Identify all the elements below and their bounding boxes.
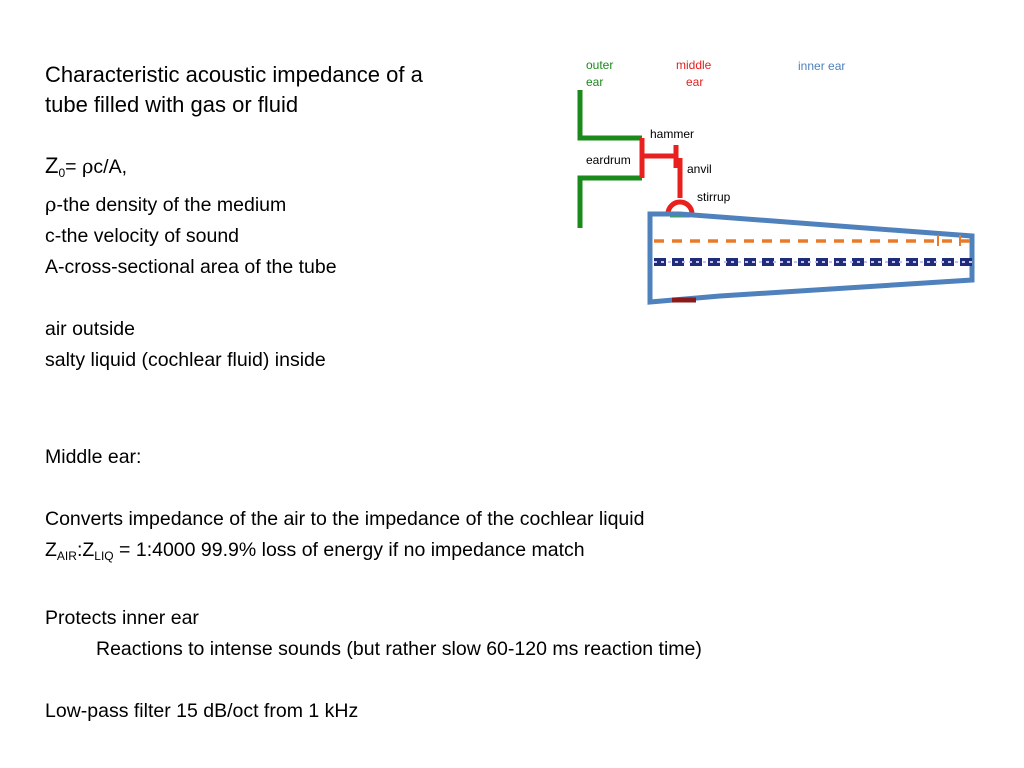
ratio-air-subscript: AIR [56, 549, 77, 563]
outer-ear-label-1: outer [586, 58, 613, 72]
protects-text: Protects inner ear [45, 607, 199, 629]
spacer [45, 572, 702, 603]
ratio-z-liq: :Z [76, 539, 95, 561]
ratio-z-air: Z [45, 539, 57, 561]
eardrum-label: eardrum [586, 153, 631, 167]
formula-z-subscript: 0 [58, 166, 66, 180]
spacer [45, 473, 702, 504]
formula-rho: ρ [81, 155, 94, 178]
liquid-inside: salty liquid (cochlear fluid) inside [45, 349, 326, 371]
formula-rest: c/A, [93, 156, 128, 178]
stirrup-head [665, 199, 695, 215]
middle-ear-heading: Middle ear: [45, 446, 142, 468]
outer-ear-upper-wall [577, 90, 642, 141]
rho-definition: ρ-the density of the medium [45, 189, 337, 221]
air-outside: air outside [45, 318, 135, 340]
ratio-liq-subscript: LIQ [94, 549, 114, 563]
middle-ear-label-2: ear [686, 75, 703, 89]
formula-equals: = [65, 156, 82, 178]
impedance-ratio: ZAIR:ZLIQ = 1:4000 99.9% loss of energy … [45, 535, 702, 572]
ratio-rest: = 1:4000 99.9% loss of energy if no impe… [113, 539, 585, 561]
rho-symbol: ρ [45, 193, 57, 216]
reactions-text: Reactions to intense sounds (but rather … [96, 638, 702, 660]
inner-ear-label: inner ear [798, 59, 845, 73]
stirrup-label: stirrup [697, 190, 731, 204]
outer-ear-lower-wall [577, 175, 642, 228]
converts-text: Converts impedance of the air to the imp… [45, 508, 645, 530]
outer-ear-canal [577, 90, 642, 228]
lowpass-text: Low-pass filter 15 dB/oct from 1 kHz [45, 700, 359, 722]
spacer [45, 665, 702, 696]
ear-diagram: outer ear middle ear inner ear hammer ea… [577, 58, 975, 305]
middle-ear-section: Middle ear: Converts impedance of the ai… [45, 442, 702, 727]
spacer [45, 283, 337, 314]
anvil-label: anvil [687, 162, 712, 176]
impedance-formula-block: Z0= ρc/A, ρ-the density of the medium c-… [45, 150, 337, 376]
outer-ear-label-2: ear [586, 75, 603, 89]
title-line-1: Characteristic acoustic impedance of a [45, 62, 423, 87]
c-definition: c-the velocity of sound [45, 225, 240, 247]
rho-definition-text: -the density of the medium [56, 194, 287, 216]
title-line-2: tube filled with gas or fluid [45, 92, 299, 117]
formula-z: Z [45, 153, 59, 178]
a-definition: A-cross-sectional area of the tube [45, 256, 337, 278]
hammer-label: hammer [650, 127, 694, 141]
impedance-formula: Z0= ρc/A, [45, 150, 337, 189]
cochlea-tube [647, 211, 975, 305]
middle-ear-label-1: middle [676, 58, 712, 72]
slide-title: Characteristic acoustic impedance of a t… [45, 60, 515, 120]
